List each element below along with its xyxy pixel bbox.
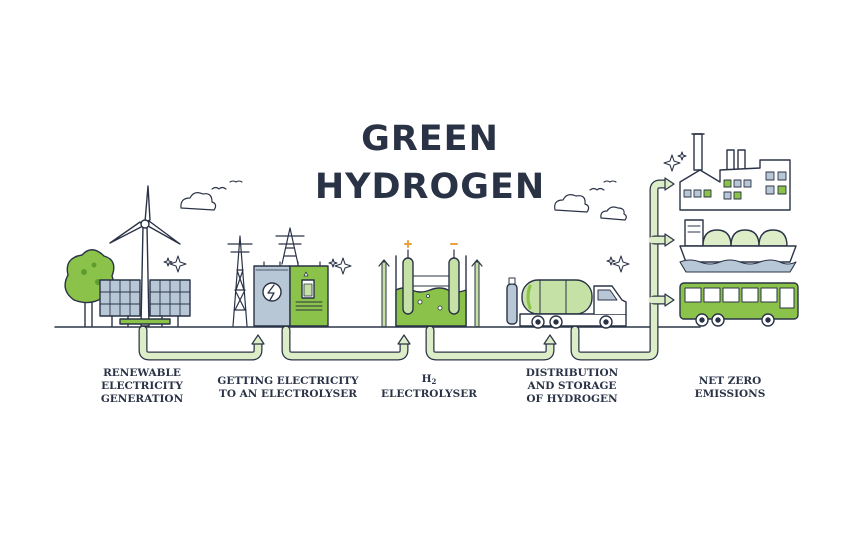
- h2-formula: H2: [344, 373, 514, 388]
- bird-icon: [211, 180, 617, 191]
- title-line-2: HYDROGEN: [314, 167, 546, 207]
- sparkle-icon: [163, 151, 687, 275]
- arrow-head-3: [543, 334, 557, 345]
- pylon-icon: [227, 227, 305, 327]
- caption-line: RENEWABLE: [103, 367, 181, 379]
- electrolyser-icon: [378, 240, 483, 327]
- caption-line: EMISSIONS: [694, 388, 766, 400]
- step-caption-renewable: RENEWABLE ELECTRICITY GENERATION: [57, 367, 227, 406]
- arrow-head-4b: [664, 233, 675, 247]
- factory-icon: [679, 133, 791, 211]
- caption-line: AND STORAGE: [527, 380, 617, 392]
- flow-arrow-3: [425, 325, 555, 361]
- step-caption-electrolyser: H2 ELECTROLYSER: [344, 373, 514, 401]
- transformer-icon: [253, 261, 329, 327]
- wind-turbine-icon: [109, 185, 181, 327]
- flow-arrow-2: [281, 325, 409, 361]
- caption-line: NET ZERO: [698, 375, 762, 387]
- caption-line: ELECTRICITY: [101, 380, 183, 392]
- title-line-1: GREEN: [361, 119, 499, 159]
- tanker-truck-icon: [506, 277, 627, 329]
- arrow-head-1: [251, 334, 265, 345]
- arrow-head-4c: [664, 293, 675, 307]
- flow-arrow-1: [138, 325, 263, 361]
- arrow-head-2: [397, 334, 411, 345]
- step-caption-distribution: DISTRIBUTION AND STORAGE OF HYDROGEN: [487, 367, 657, 406]
- caption-line: DISTRIBUTION: [525, 367, 619, 379]
- caption-line: OF HYDROGEN: [526, 393, 618, 405]
- caption-line: GETTING ELECTRICITY: [217, 375, 359, 387]
- cloud-icon: [180, 192, 627, 221]
- step-caption-electricity: GETTING ELECTRICITY TO AN ELECTROLYSER: [203, 375, 373, 401]
- flow-arrows: [138, 177, 675, 361]
- caption-line: GENERATION: [100, 393, 184, 405]
- arrow-head-4a: [664, 177, 675, 191]
- h2-subscript: 2: [431, 377, 437, 386]
- solar-panel-icon: [99, 279, 191, 327]
- step-caption-net-zero: NET ZERO EMISSIONS: [645, 375, 815, 401]
- ship-icon: [679, 219, 797, 273]
- caption-line: ELECTROLYSER: [381, 388, 477, 400]
- h2-base: H: [421, 373, 432, 385]
- bus-icon: [679, 282, 799, 327]
- caption-line: TO AN ELECTROLYSER: [219, 388, 357, 400]
